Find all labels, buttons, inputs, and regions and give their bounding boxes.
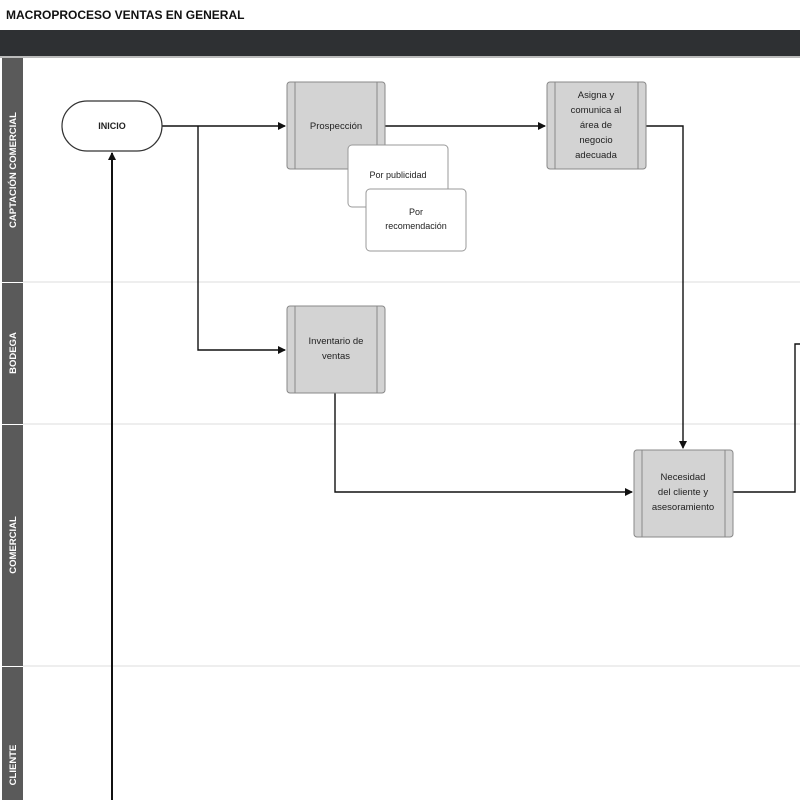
svg-text:adecuada: adecuada: [575, 150, 617, 161]
connector-necesidad-out: [733, 343, 800, 493]
process-inventario[interactable]: Inventario de ventas: [286, 305, 386, 394]
diagram-title: MACROPROCESO VENTAS EN GENERAL: [6, 8, 245, 22]
start-node[interactable]: INICIO: [61, 100, 163, 152]
svg-text:Inventario de: Inventario de: [309, 336, 364, 347]
lane-strip-cliente: [2, 667, 23, 800]
svg-text:comunica al: comunica al: [571, 105, 622, 116]
lane-label-cliente: CLIENTE: [8, 745, 19, 786]
svg-text:recomendación: recomendación: [385, 221, 447, 231]
svg-text:negocio: negocio: [579, 135, 612, 146]
header-bar: [0, 30, 800, 56]
svg-text:INICIO: INICIO: [98, 121, 126, 131]
lane-label-captacion: CAPTACIÓN COMERCIAL: [7, 112, 19, 228]
connector-inventario-necesidad: [334, 393, 633, 496]
svg-text:Por publicidad: Por publicidad: [369, 170, 426, 180]
svg-text:área de: área de: [580, 120, 612, 131]
note-por-recomendacion[interactable]: Por recomendación: [365, 188, 467, 252]
svg-text:asesoramiento: asesoramiento: [652, 502, 714, 513]
svg-text:ventas: ventas: [322, 351, 350, 362]
svg-text:Necesidad: Necesidad: [661, 472, 706, 483]
lane-strip-captacion: [2, 58, 23, 282]
connector-asigna-necesidad: [646, 125, 687, 449]
process-asigna[interactable]: Asigna y comunica al área de negocio ade…: [546, 81, 647, 170]
process-necesidad[interactable]: Necesidad del cliente y asesoramiento: [633, 449, 734, 538]
lane-strip-comercial: [2, 425, 23, 666]
svg-text:Asigna y: Asigna y: [578, 90, 615, 101]
lane-label-bodega: BODEGA: [8, 332, 19, 374]
lane-label-comercial: COMERCIAL: [8, 516, 19, 574]
lane-strip-bodega: [2, 283, 23, 424]
svg-text:del cliente y: del cliente y: [658, 487, 708, 498]
connector-inicio-inventario: [197, 126, 286, 354]
svg-text:Por: Por: [409, 207, 423, 217]
svg-text:Prospección: Prospección: [310, 121, 362, 132]
